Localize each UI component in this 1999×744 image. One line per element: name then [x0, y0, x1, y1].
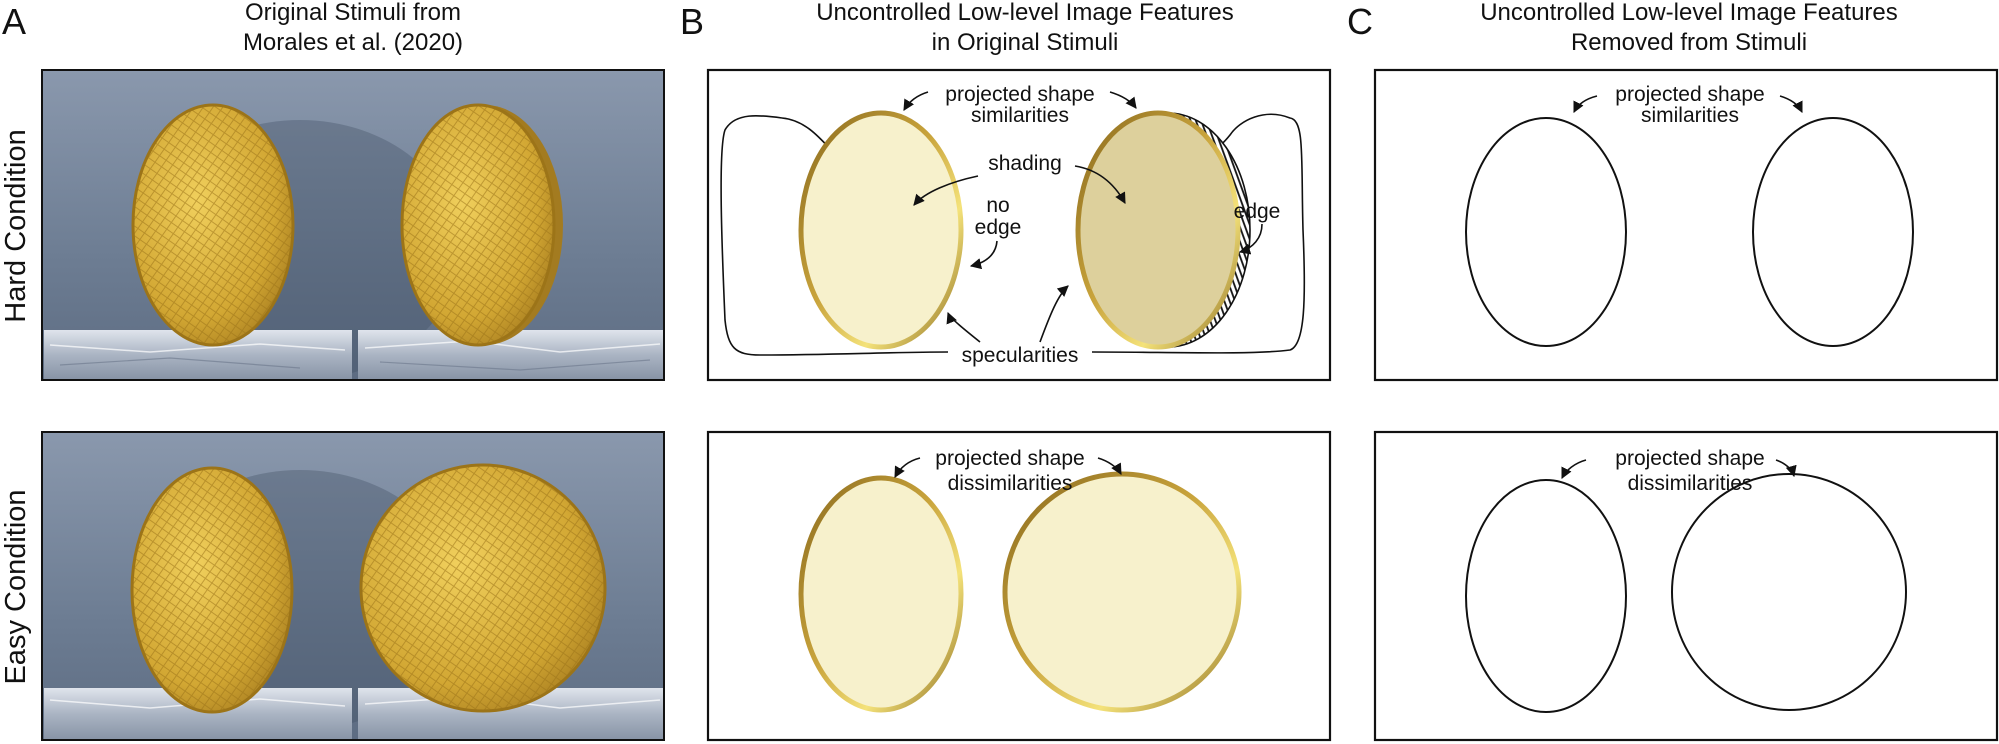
- photo-hard-condition: [42, 70, 664, 380]
- arrow-proj-right: [1109, 91, 1137, 109]
- annot-b-easy-proj: projected shape: [935, 447, 1084, 470]
- outline-curve-left: [720, 114, 949, 356]
- arrow-proj-left: [903, 91, 929, 111]
- annot-edge-word: edge: [975, 216, 1022, 239]
- annot-specularities: specularities: [962, 344, 1079, 367]
- annot-c-easy-dissim: dissimilarities: [1628, 472, 1753, 495]
- annot-c-hard-proj: projected shape: [1615, 83, 1764, 106]
- arrow-c-easy-proj-right: [1775, 459, 1797, 478]
- arrow-c-proj-left: [1573, 95, 1598, 114]
- row-label-hard: Hard Condition: [0, 129, 32, 322]
- outline-ellipse-left-easy: [1465, 479, 1627, 713]
- panel-letter-a: A: [2, 1, 26, 42]
- annot-c-hard-sim: similarities: [1641, 104, 1739, 127]
- arrow-spec-right: [1039, 285, 1069, 343]
- panel-letter-b: B: [680, 1, 704, 42]
- panel-letter-c: C: [1347, 1, 1373, 42]
- outline-ellipse-right: [1752, 117, 1914, 347]
- panel-c-title-line1: Uncontrolled Low-level Image Features: [1480, 0, 1898, 26]
- circle-right-pale-easy: [1002, 471, 1242, 713]
- panel-c-easy-box: [1373, 430, 1999, 742]
- arrow-easy-proj-right: [1097, 457, 1122, 475]
- ellipse-left-pale-easy: [798, 475, 964, 713]
- arrow-shading-right: [1074, 165, 1126, 204]
- annot-edge-label: edge: [1234, 200, 1281, 223]
- annot-b-easy-dissim: dissimilarities: [948, 472, 1073, 495]
- arrow-spec-left: [946, 311, 981, 343]
- panel-c-hard-box: [1373, 68, 1999, 382]
- arrow-no-edge: [969, 240, 998, 270]
- annot-c-easy-proj: projected shape: [1615, 447, 1764, 470]
- annot-no: no: [986, 194, 1009, 217]
- annot-b-hard-proj: projected shape: [945, 83, 1094, 106]
- arrow-edge: [1238, 223, 1263, 255]
- panel-b-title-line2: in Original Stimuli: [932, 29, 1119, 56]
- ellipse-right-shaded: [1075, 110, 1241, 350]
- arrow-easy-proj-left: [894, 457, 921, 478]
- panel-b-title-line1: Uncontrolled Low-level Image Features: [816, 0, 1234, 26]
- photo-easy-condition: [42, 432, 664, 740]
- ellipse-left-pale: [798, 110, 964, 350]
- row-label-easy: Easy Condition: [0, 489, 32, 684]
- outline-curve-right: [1091, 113, 1306, 354]
- annot-shading: shading: [988, 152, 1062, 175]
- arrow-shading-left: [913, 175, 979, 206]
- arrow-c-proj-right: [1779, 95, 1803, 114]
- panel-c-title-line2: Removed from Stimuli: [1571, 29, 1807, 56]
- panel-a-title-line1: Original Stimuli from: [245, 0, 461, 26]
- panel-a-title-line2: Morales et al. (2020): [243, 29, 463, 56]
- arrow-c-easy-proj-left: [1561, 459, 1587, 480]
- outline-ellipse-left: [1465, 117, 1627, 347]
- annot-b-hard-sim: similarities: [971, 104, 1069, 127]
